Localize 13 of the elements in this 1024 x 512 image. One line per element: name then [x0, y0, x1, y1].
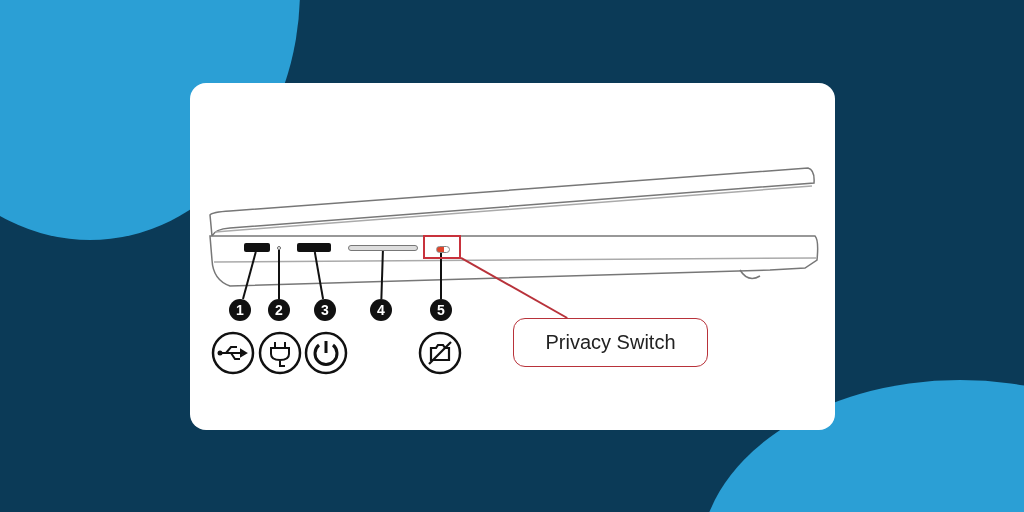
leader-line	[380, 250, 384, 300]
highlight-frame	[423, 235, 461, 259]
leader-line	[460, 256, 569, 319]
leader-line	[278, 249, 280, 300]
port	[297, 243, 331, 252]
port	[244, 243, 270, 252]
leader-line	[242, 251, 257, 300]
leader-line	[313, 251, 325, 300]
callout-label: Privacy Switch	[513, 318, 708, 367]
leader-line	[440, 250, 442, 300]
indicator-light	[277, 246, 281, 250]
slide-switch	[436, 246, 450, 253]
card-slot	[348, 245, 418, 251]
